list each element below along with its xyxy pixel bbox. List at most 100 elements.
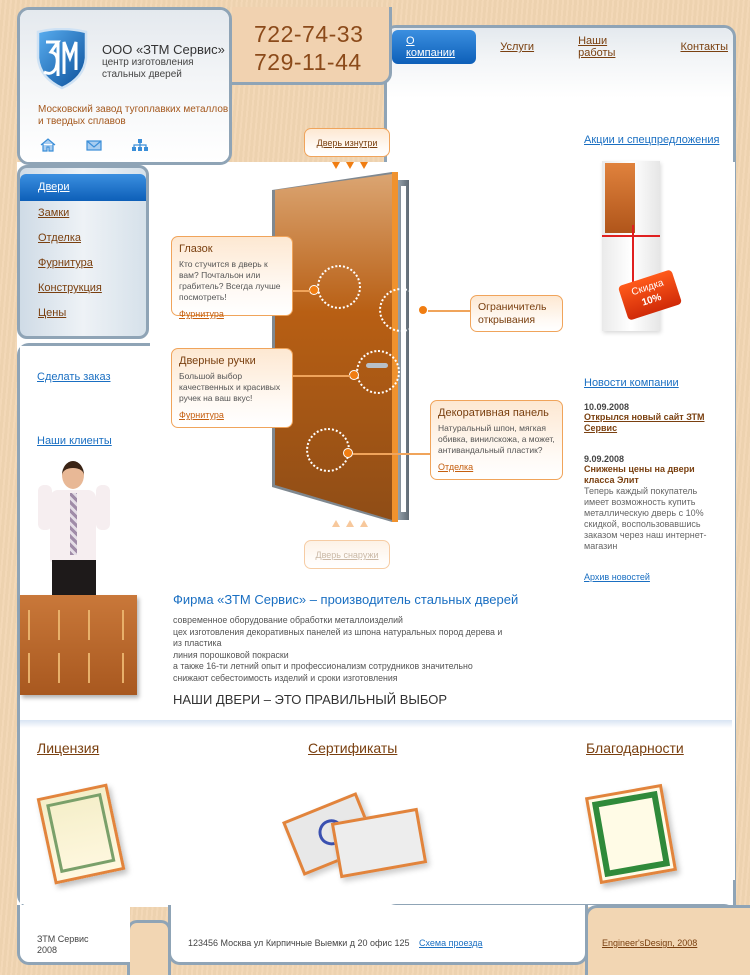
handle-icon xyxy=(366,363,388,368)
side-menu-item-hardware[interactable]: Фурнитура xyxy=(38,257,93,269)
down-arrows xyxy=(332,162,368,169)
door-inside-link[interactable]: Дверь изнутри xyxy=(316,138,378,148)
callout-handles-text: Большой выбор качественных и красивых ру… xyxy=(179,371,281,403)
news-item: 10.09.2008 Открылся новый сайт ЗТМ Серви… xyxy=(584,402,714,434)
limiter-marker[interactable] xyxy=(418,305,428,315)
gift-door xyxy=(605,163,635,233)
up-arrows xyxy=(332,520,368,527)
top-nav-item-contacts[interactable]: Контакты xyxy=(680,41,728,53)
footer-left-panel xyxy=(17,905,130,965)
top-nav-item-works[interactable]: Наши работы xyxy=(578,35,616,59)
plant-name: Московский завод тугоплавких металлов и … xyxy=(38,104,228,128)
news-list: 10.09.2008 Открылся новый сайт ЗТМ Серви… xyxy=(584,402,714,552)
callout-peephole-link[interactable]: Фурнитура xyxy=(179,309,224,319)
panel-groove xyxy=(58,610,90,640)
news-item: 9.09.2008 Снижены цены на двери класса Э… xyxy=(584,454,714,552)
top-nav: О компании Услуги Наши работы Контакты xyxy=(392,30,728,64)
news-text: Теперь каждый покупатель имеет возможнос… xyxy=(584,486,707,551)
side-menu-item-construction[interactable]: Конструкция xyxy=(38,282,102,294)
company-subtitle-line2: стальных дверей xyxy=(102,69,182,80)
handle-line xyxy=(292,375,350,377)
header-icons xyxy=(40,138,148,152)
thanks-link[interactable]: Благодарности xyxy=(586,740,684,756)
door-inside-tab[interactable]: Дверь изнутри xyxy=(304,128,390,157)
mail-icon[interactable] xyxy=(86,138,102,152)
callout-handles-link[interactable]: Фурнитура xyxy=(179,410,224,420)
door-outside-link[interactable]: Дверь снаружи xyxy=(315,550,379,560)
callout-limiter: Ограничитель открывания xyxy=(470,295,563,332)
peephole-marker[interactable] xyxy=(309,285,319,295)
news-archive-link[interactable]: Архив новостей xyxy=(584,572,650,582)
news-heading-link[interactable]: Новости компании xyxy=(584,377,679,389)
thanks-image[interactable] xyxy=(584,783,678,885)
footer-bg-left-notch xyxy=(127,920,171,975)
callout-panel-link[interactable]: Отделка xyxy=(438,462,474,472)
footer-mid-panel xyxy=(168,905,588,965)
footer-company-line1: ЗТМ Сервис xyxy=(37,934,89,944)
arrow-down-icon xyxy=(360,162,368,169)
arrow-up-icon xyxy=(346,520,354,527)
person-head xyxy=(62,461,84,489)
panel-line xyxy=(353,453,431,455)
about-line: линия порошковой покраски xyxy=(173,649,289,660)
door-frame-inner xyxy=(401,186,406,512)
company-name: ООО «ЗТМ Сервис» xyxy=(102,42,225,57)
about-heading: Фирма «ЗТМ Сервис» – производитель сталь… xyxy=(173,592,519,607)
plant-line2: и твердых сплавов xyxy=(38,116,126,127)
callout-panel-text: Натуральный шпон, мягкая обивка, винилск… xyxy=(438,423,555,455)
arrow-up-icon xyxy=(332,520,340,527)
about-line: из пластика xyxy=(173,638,222,648)
about-line: снижают себестоимость изделий и сроки из… xyxy=(173,672,398,683)
panel-groove xyxy=(58,653,90,683)
gift-ribbon-v xyxy=(632,225,634,305)
news-date: 10.09.2008 xyxy=(584,402,630,412)
map-link[interactable]: Схема проезда xyxy=(419,938,483,948)
footer-right-border xyxy=(733,880,736,908)
arrow-down-icon xyxy=(346,162,354,169)
callout-handles-title: Дверные ручки xyxy=(179,355,256,367)
door-outside-tab[interactable]: Дверь снаружи xyxy=(304,540,390,569)
promo-link[interactable]: Акции и спецпредложения xyxy=(584,134,720,146)
door-panel-sample xyxy=(20,595,137,695)
gift-ribbon xyxy=(602,235,660,237)
designer-credit-link[interactable]: Engineer'sDesign, 2008 xyxy=(602,938,698,948)
make-order-link[interactable]: Сделать заказ xyxy=(37,371,111,383)
side-menu-item-locks[interactable]: Замки xyxy=(38,207,70,219)
logo-shield-icon[interactable] xyxy=(34,28,90,90)
promo-image[interactable]: Скидка 10% xyxy=(596,155,686,335)
home-icon[interactable] xyxy=(40,138,56,152)
company-subtitle: центр изготовления стальных дверей xyxy=(102,57,194,81)
plant-line1: Московский завод тугоплавких металлов xyxy=(38,104,229,115)
side-menu-item-finishing[interactable]: Отделка xyxy=(38,232,81,244)
person-arm-right xyxy=(96,485,110,530)
phone-1: 722-74-33 xyxy=(254,21,364,47)
door-leaf xyxy=(272,172,398,522)
license-link[interactable]: Лицензия xyxy=(37,740,100,756)
handle-marker[interactable] xyxy=(349,370,359,380)
sitemap-icon[interactable] xyxy=(132,138,148,152)
panel-groove xyxy=(28,610,124,640)
callout-peephole: Глазок Кто стучится в дверь к вам? Почта… xyxy=(171,236,293,319)
our-clients-link[interactable]: Наши клиенты xyxy=(37,435,112,447)
person-tie xyxy=(70,493,77,555)
news-title-link[interactable]: Открылся новый сайт ЗТМ Сервис xyxy=(584,412,705,433)
panel-marker[interactable] xyxy=(343,448,353,458)
top-nav-item-services[interactable]: Услуги xyxy=(500,41,535,53)
top-nav-item-about[interactable]: О компании xyxy=(392,30,477,64)
client-photo xyxy=(20,455,140,705)
handle-highlight xyxy=(356,350,400,394)
side-menu-item-doors[interactable]: Двери xyxy=(20,174,146,201)
header-logo-panel: ООО «ЗТМ Сервис» центр изготовления стал… xyxy=(17,7,232,165)
peephole-highlight xyxy=(317,265,361,309)
section-divider xyxy=(20,720,732,728)
person-arm-left xyxy=(38,485,52,530)
side-menu-item-prices[interactable]: Цены xyxy=(38,307,67,319)
footer-address: 123456 Москва ул Кирпичные Выемки д 20 о… xyxy=(188,938,410,948)
callout-handles: Дверные ручки Большой выбор качественных… xyxy=(171,348,293,428)
certificates-link[interactable]: Сертификаты xyxy=(308,740,398,756)
callout-panel-title: Декоративная панель xyxy=(438,407,549,419)
about-lines: современное оборудование обработки метал… xyxy=(173,615,573,684)
thanks-border xyxy=(591,790,671,878)
news-title: Снижены цены на двери класса Элит xyxy=(584,464,695,485)
panel-groove xyxy=(28,653,124,683)
